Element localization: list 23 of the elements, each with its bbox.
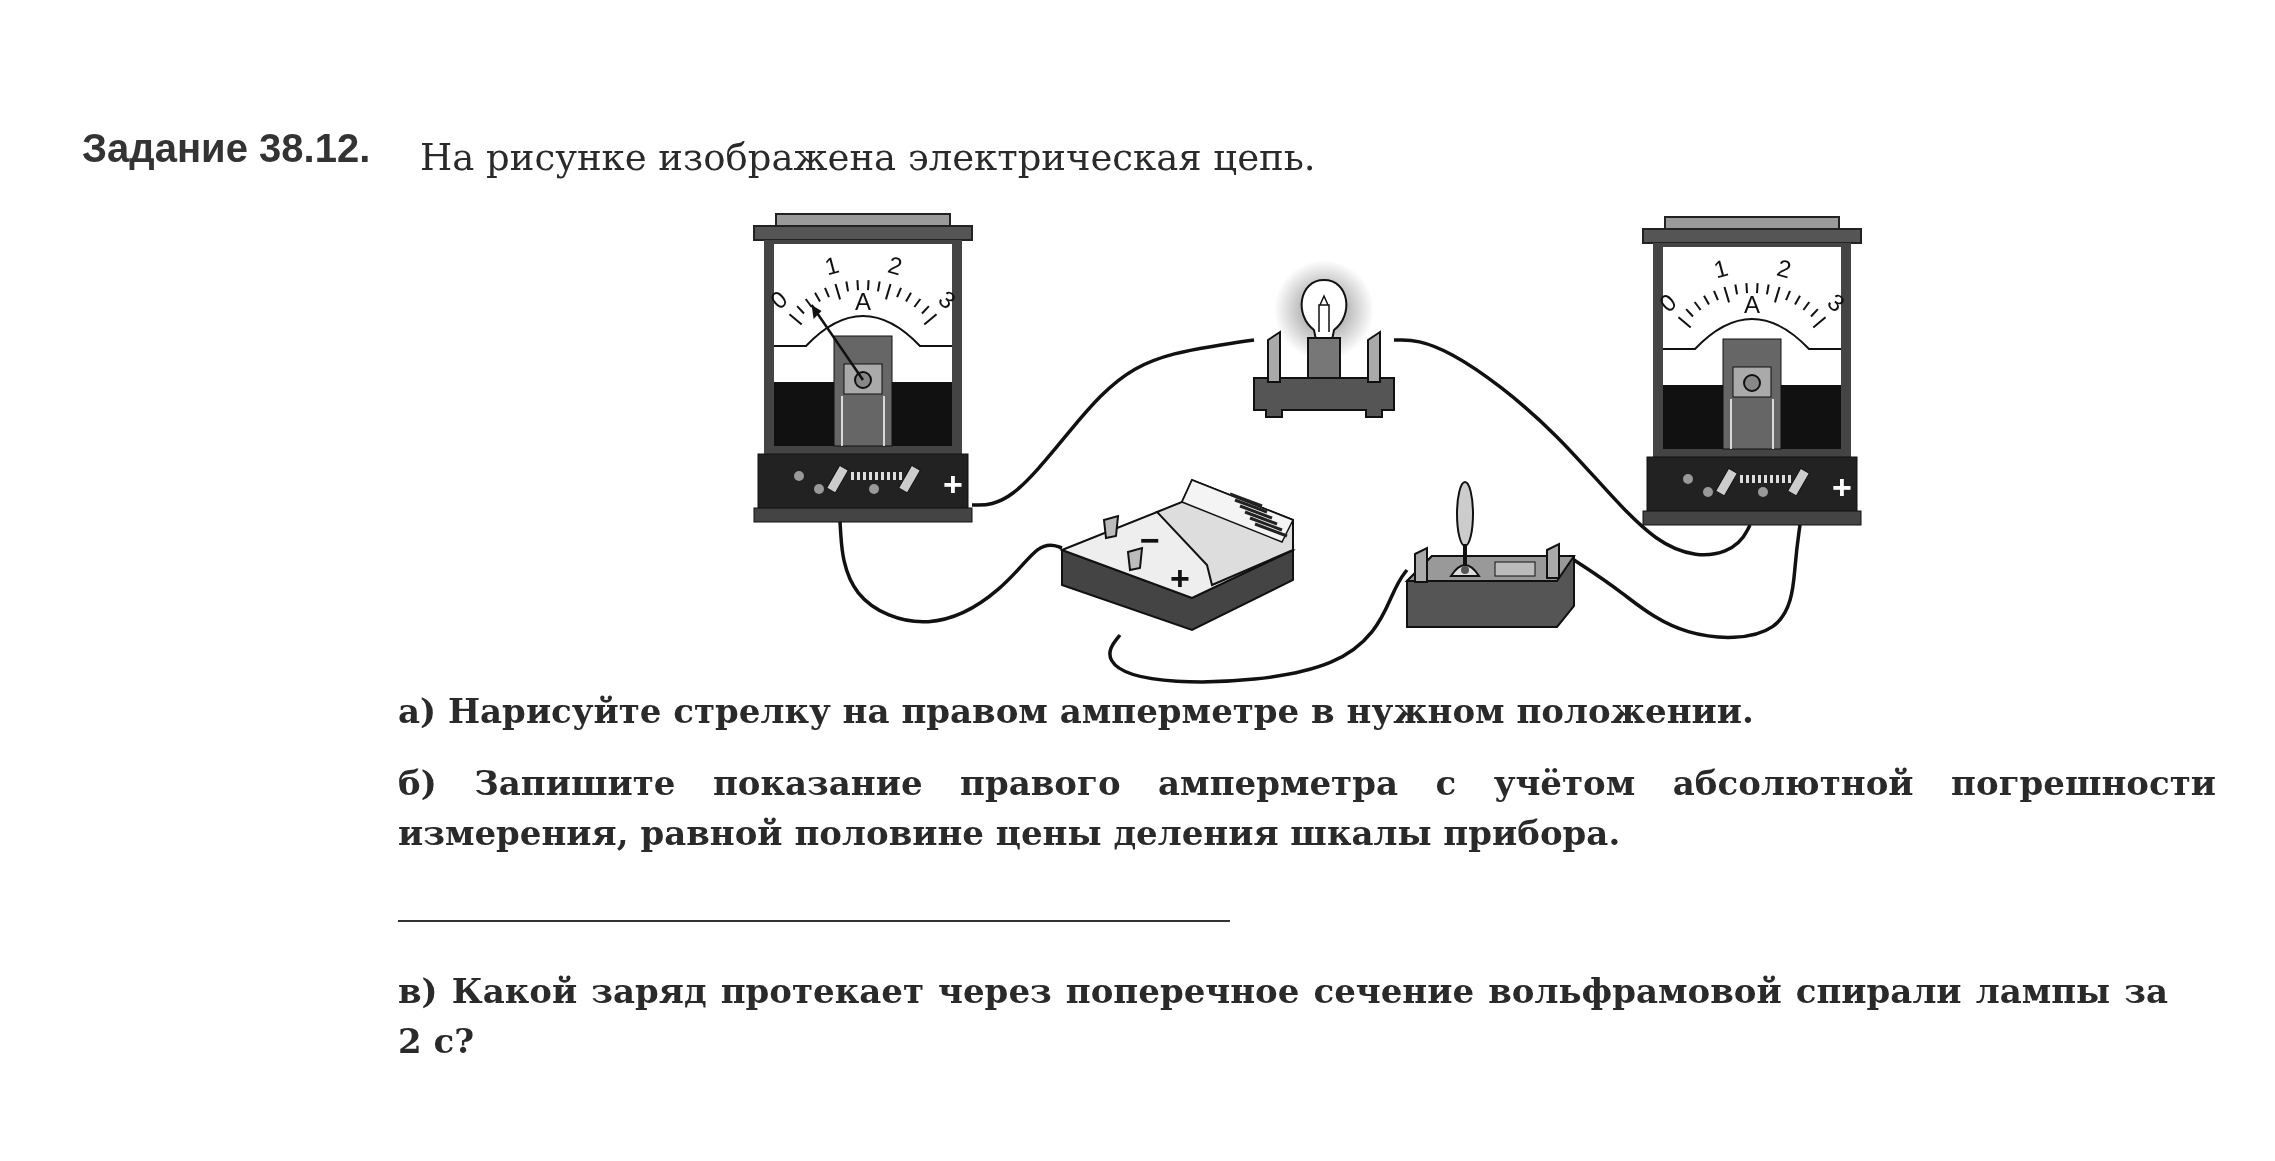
wire xyxy=(838,521,1063,624)
question-text: в) Какой заряд протекает через поперечное сечение вольфрамовой спирали лампы за 2 с? xyxy=(398,970,2168,1063)
scale-number: 0 xyxy=(1655,289,1681,317)
question-text: б) Запишите показание правого амперметра с учётом абсолютной погрешности измерения, равной половине цены деления шкалы прибора. xyxy=(398,762,2216,855)
wire xyxy=(972,338,1255,507)
minus-sign: − xyxy=(1140,523,1160,557)
scale-number: 1 xyxy=(1711,255,1731,283)
task-heading: Задание 38.12. xyxy=(82,126,371,171)
scale-number: 2 xyxy=(885,252,905,280)
scale-number: 1 xyxy=(822,252,842,280)
scale-number: 3 xyxy=(1823,289,1849,317)
task-statement: На рисунке изображена электрическая цепь. xyxy=(420,135,1317,181)
scale-number: 0 xyxy=(766,286,792,314)
plus-sign: + xyxy=(943,467,963,501)
unit-label: A xyxy=(855,290,871,314)
question-text: а) Нарисуйте стрелку на правом амперметре в нужном положении. xyxy=(398,690,1755,733)
scale-number: 3 xyxy=(934,286,960,314)
unit-label: A xyxy=(1744,293,1760,317)
plus-sign: + xyxy=(1832,470,1852,504)
plus-sign: + xyxy=(1170,561,1190,595)
wire xyxy=(1108,568,1409,684)
wire xyxy=(1394,338,1752,557)
scale-number: 2 xyxy=(1774,255,1794,283)
